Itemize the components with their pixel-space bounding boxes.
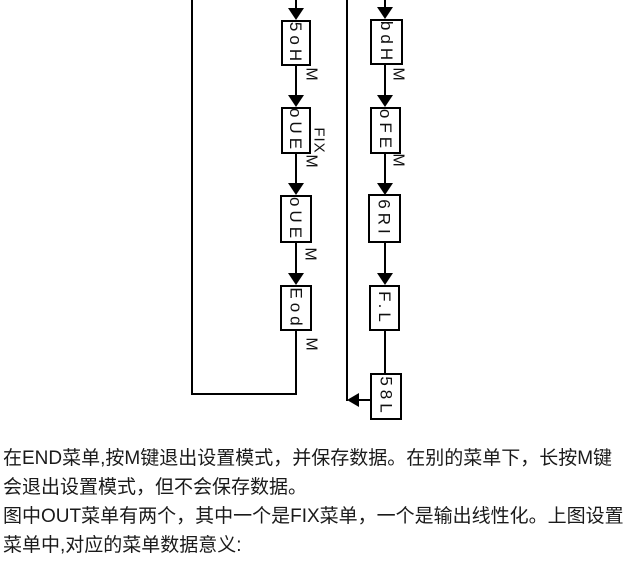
m-key-label: M (301, 247, 319, 261)
connector-line (384, 331, 386, 373)
left-return-bottom-line (191, 393, 297, 395)
menu-box-fl: F.L (369, 285, 400, 331)
m-key-label: M (302, 67, 320, 81)
fix-menu-label: FIX (310, 126, 328, 154)
menu-box-label: oUE (286, 107, 306, 154)
connector-line (295, 154, 297, 184)
connector-line (295, 243, 297, 274)
menu-box-ofe: oFE (370, 107, 401, 154)
menu-box-label: 5oH (286, 21, 306, 65)
arrow-down-icon (288, 8, 304, 20)
connector-line (384, 65, 386, 96)
menu-box-label: 6RI (375, 199, 394, 238)
connector-line (295, 0, 297, 9)
connector-line (384, 0, 386, 8)
menu-box-label: oFE (376, 108, 395, 153)
menu-box-label: 58L (376, 376, 396, 417)
arrow-down-icon (288, 273, 304, 285)
caption-line: 在END菜单,按M键退出设置模式，并保存数据。在别的菜单下，长按M键 (3, 448, 613, 469)
caption-text: 在END菜单,按M键退出设置模式，并保存数据。在别的菜单下，长按M键 会退出设置… (3, 444, 639, 560)
menu-box-label: Eod (286, 286, 306, 330)
connector-line (384, 243, 386, 274)
m-key-label: M (302, 337, 320, 351)
arrow-down-icon (377, 273, 393, 285)
menu-box-bdh: bdH (370, 19, 403, 65)
menu-box-oue-fix: oUE (281, 107, 311, 154)
menu-box-label: oUE (286, 196, 306, 242)
m-key-label: M (389, 153, 407, 167)
caption-line: 图中OUT菜单有两个，其中一个是FIX菜单，一个是输出线性化。上图设置 (3, 506, 624, 527)
left-return-line (191, 0, 193, 395)
arrow-left-icon (347, 393, 359, 407)
right-return-line (346, 0, 348, 401)
arrow-down-icon (377, 95, 393, 107)
arrow-down-icon (288, 95, 304, 107)
connector-line (358, 399, 371, 401)
menu-box-label: F.L (375, 290, 394, 326)
arrow-down-icon (377, 183, 393, 195)
menu-box-5oh: 5oH (281, 20, 311, 66)
menu-box-6ri: 6RI (368, 194, 401, 243)
menu-box-oue-2: oUE (280, 195, 312, 243)
menu-box-58l: 58L (370, 373, 402, 420)
connector-line (384, 154, 386, 184)
arrow-down-icon (288, 183, 304, 195)
menu-box-label: bdH (377, 20, 396, 64)
m-key-label: M (389, 67, 407, 81)
caption-line: 菜单中,对应的菜单数据意义: (3, 535, 242, 556)
connector-line (295, 331, 297, 395)
caption-line: 会退出设置模式，但不会保存数据。 (3, 477, 308, 498)
arrow-down-icon (377, 7, 393, 19)
menu-box-eod: Eod (280, 285, 312, 331)
connector-line (295, 66, 297, 96)
